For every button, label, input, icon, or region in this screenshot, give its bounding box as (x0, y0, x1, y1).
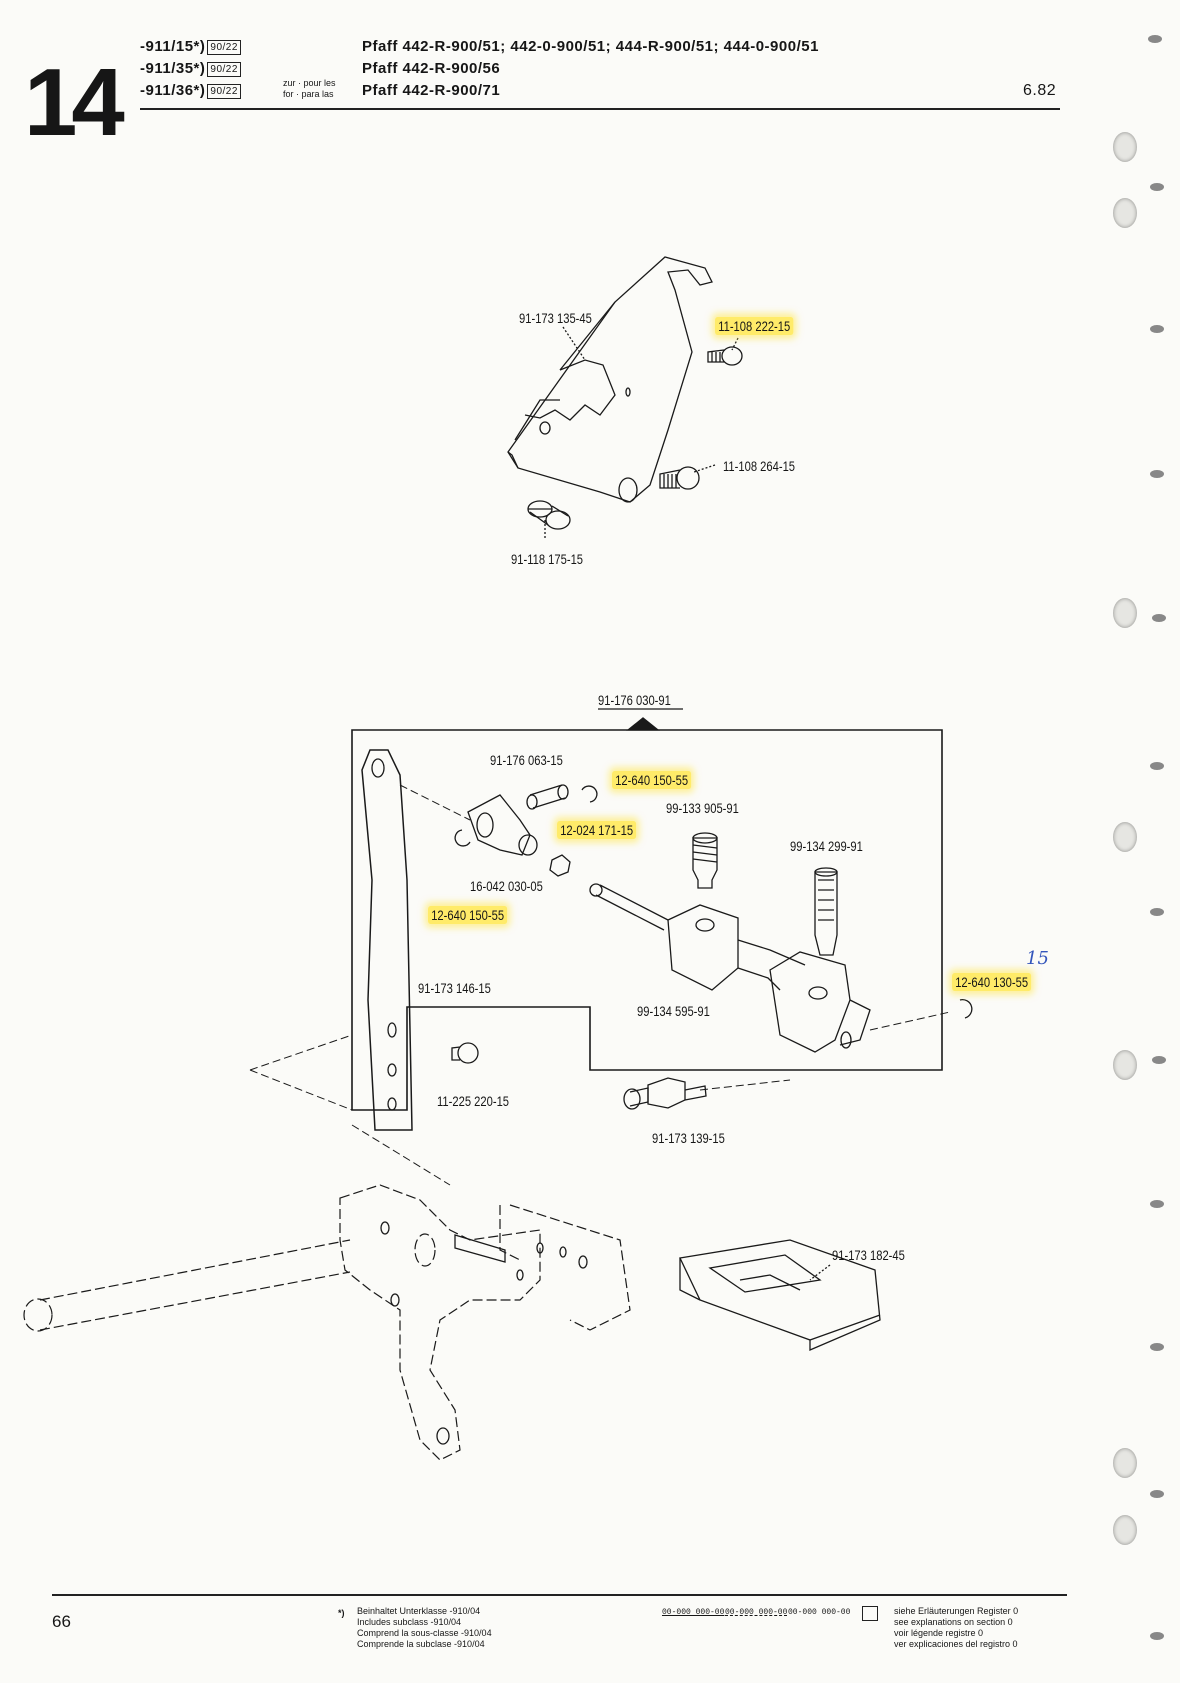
subclass-note: Beinhaltet Unterklasse -910/04 Includes … (357, 1606, 492, 1650)
binder-hole (1113, 1050, 1137, 1080)
binder-dot (1148, 35, 1162, 43)
class-code-row: -911/36*)90/22 (140, 80, 241, 102)
binder-dot (1150, 1632, 1164, 1640)
assembly-label: 91-176 030-91 (598, 692, 671, 708)
lever-bar-drawing (361, 749, 413, 1131)
pneumatic-cylinder-drawing (589, 883, 871, 1053)
bracket-drawing (23, 1184, 631, 1461)
class-code-list: -911/15*)90/22 -911/35*)90/22 -911/36*)9… (140, 36, 241, 102)
model-line: Pfaff 442-R-900/51; 442-0-900/51; 444-R-… (362, 38, 819, 55)
note-line: Includes subclass -910/04 (357, 1617, 462, 1627)
part-label: 91-173 139-15 (652, 1130, 725, 1146)
part-label: 91-173 182-45 (832, 1247, 905, 1263)
binder-dot (1150, 325, 1164, 333)
class-code-row: -911/35*)90/22 (140, 58, 241, 80)
footer-rule (52, 1594, 1067, 1596)
binder-dot (1150, 1343, 1164, 1351)
class-code-row: -911/15*)90/22 (140, 36, 241, 58)
part-label: 11-108 264-15 (723, 458, 796, 474)
legend-box-icon (862, 1606, 878, 1621)
header-rule (140, 108, 1060, 110)
handwritten-note: 15 (1026, 948, 1049, 969)
part-label-highlighted: 12-640 150-55 (612, 771, 692, 789)
class-code: -911/15*) (140, 38, 206, 55)
page-number: 66 (52, 1612, 71, 1631)
part-label-highlighted: 11-108 222-15 (715, 317, 794, 335)
class-code: -911/36*) (140, 82, 206, 99)
note-marker: *) (338, 1608, 345, 1618)
model-list: Pfaff 442-R-900/51; 442-0-900/51; 444-R-… (362, 36, 819, 102)
binder-hole (1113, 1515, 1137, 1545)
legend-line: siehe Erläuterungen Register 0 (894, 1606, 1019, 1616)
part-label-highlighted: 12-640 150-55 (428, 906, 508, 924)
legend-code-dashed: 00-000 000-00 (725, 1608, 788, 1617)
legend-line: ver explicaciones del registro 0 (894, 1639, 1018, 1649)
zur-label-line: for · para las (283, 89, 334, 99)
zur-label-line: zur · pour les (283, 78, 336, 88)
part-label: 11-225 220-15 (437, 1093, 510, 1109)
legend-explanation: siehe Erläuterungen Register 0 see expla… (894, 1606, 1018, 1650)
model-line: Pfaff 442-R-900/71 (362, 82, 501, 99)
part-label: 91-176 063-15 (490, 752, 563, 768)
bracket-holes (380, 1221, 588, 1445)
stud-bolt-drawing (623, 1077, 707, 1110)
binder-hole (1113, 598, 1137, 628)
note-line: Beinhaltet Unterklasse -910/04 (357, 1606, 481, 1616)
legend-line: see explanations on section 0 (894, 1617, 1013, 1627)
model-line: Pfaff 442-R-900/56 (362, 60, 501, 77)
binder-dot (1150, 470, 1164, 478)
assembly-marker (626, 717, 660, 731)
issue-date: 6.82 (1023, 82, 1057, 99)
binder-dot (1150, 908, 1164, 916)
legend-code-plain: 00-000 000-00 (788, 1608, 851, 1617)
section-number: 14 (24, 49, 125, 156)
binder-hole (1113, 1448, 1137, 1478)
clevis-drawing (454, 784, 598, 877)
part-label-highlighted: 12-024 171-15 (557, 821, 637, 839)
binder-dot (1152, 614, 1166, 622)
leader-line (809, 1264, 831, 1281)
silencer-drawing (814, 867, 838, 956)
part-label: 91-118 175-15 (511, 551, 584, 567)
part-label: 99-133 905-91 (666, 800, 739, 816)
part-label: 16-042 030-05 (470, 878, 543, 894)
note-line: Comprende la subclase -910/04 (357, 1639, 485, 1649)
zur-label: zur · pour les for · para las (283, 78, 336, 100)
binder-hole (1113, 132, 1137, 162)
binder-hole (1113, 822, 1137, 852)
class-box: 90/22 (207, 40, 241, 55)
legend-code-solid: 00-000 000-00 (662, 1608, 725, 1617)
binder-dot (1150, 1490, 1164, 1498)
binder-dot (1150, 762, 1164, 770)
screw-drawing (659, 466, 700, 490)
screw-drawing (451, 1042, 479, 1064)
spacer-bush-drawing (527, 500, 571, 530)
screw-drawing (707, 346, 743, 366)
part-label: 91-173 146-15 (418, 980, 491, 996)
part-label: 99-134 595-91 (637, 1003, 710, 1019)
binder-dot (1152, 1056, 1166, 1064)
legend-line: voir légende registre 0 (894, 1628, 984, 1638)
part-label: 91-173 135-45 (519, 310, 592, 326)
binder-dot (1150, 183, 1164, 191)
foot-pad-drawing (679, 1239, 881, 1351)
circlip-drawing (959, 999, 973, 1019)
assembly-frame (351, 729, 943, 1111)
binder-dot (1150, 1200, 1164, 1208)
fitting-drawing (692, 832, 718, 889)
part-label-highlighted: 12-640 130-55 (952, 973, 1032, 991)
class-box: 90/22 (207, 62, 241, 77)
part-label: 99-134 299-91 (790, 838, 863, 854)
class-code: -911/35*) (140, 60, 206, 77)
class-box: 90/22 (207, 84, 241, 99)
assembly-guide-lines (249, 784, 951, 1186)
cover-plate-drawing (507, 256, 713, 503)
leader-line (562, 326, 586, 361)
binder-hole (1113, 198, 1137, 228)
note-line: Comprend la sous-classe -910/04 (357, 1628, 492, 1638)
